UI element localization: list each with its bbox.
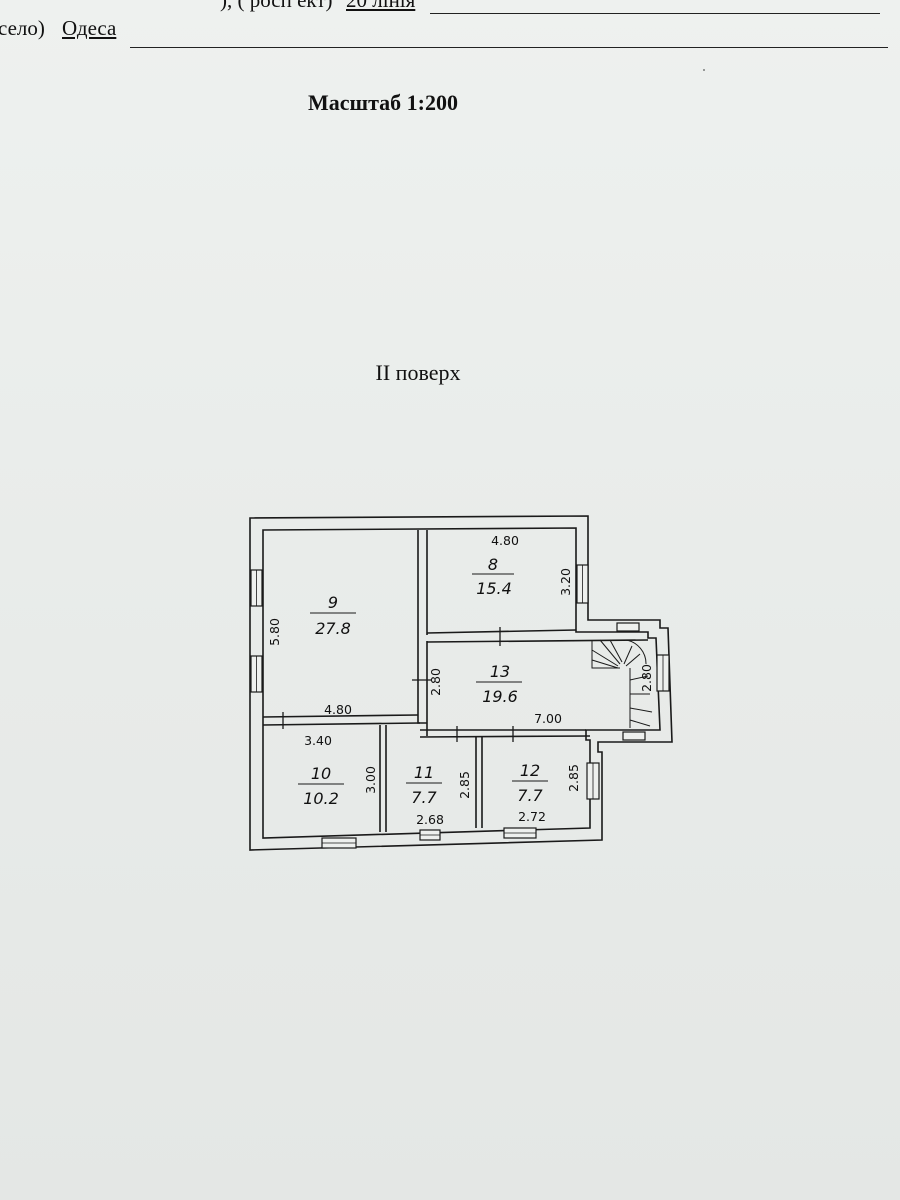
dim-room9-depth: 5.80 <box>267 618 282 646</box>
dim-room8-width: 4.80 <box>491 533 519 548</box>
scale-label: Масштаб 1:200 <box>307 90 458 115</box>
room-area: 10.2 <box>303 789 339 808</box>
room-12-label: 12 7.7 <box>512 761 548 805</box>
room-10-label: 10 10.2 <box>298 764 344 808</box>
dim-room12-width: 2.72 <box>518 809 546 824</box>
dim-room10-width: 3.40 <box>304 733 332 748</box>
outer-wall <box>249 515 673 851</box>
street-value: 20 лінія <box>346 0 416 12</box>
room-11-label: 11 7.7 <box>406 763 442 807</box>
room-13-label: 13 19.6 <box>476 662 522 706</box>
street-label: ), ( росп ект) <box>220 0 333 12</box>
room-number: 13 <box>490 662 510 681</box>
spiral-staircase <box>591 639 653 728</box>
paper-speck <box>703 69 705 71</box>
room-number: 11 <box>414 763 434 782</box>
door-marks <box>282 627 514 742</box>
dim-room10-depth: 3.00 <box>363 766 378 794</box>
room-area: 7.7 <box>411 788 437 807</box>
room-area: 27.8 <box>315 619 351 638</box>
dim-stair-depth: 2.80 <box>639 664 654 692</box>
floor-title: II поверх <box>375 360 461 385</box>
room-area: 19.6 <box>482 687 518 706</box>
room-number: 10 <box>311 764 331 783</box>
dim-room13-width: 7.00 <box>534 711 562 726</box>
city-value: Одеса <box>62 16 117 40</box>
room-area: 15.4 <box>476 579 512 598</box>
room-number: 9 <box>328 593 338 612</box>
room-area: 7.7 <box>517 786 543 805</box>
room-number: 8 <box>488 555 498 574</box>
dim-room11-width: 2.68 <box>416 812 444 827</box>
room-number: 12 <box>520 761 540 780</box>
interior-walls <box>262 530 649 832</box>
dim-room13-depth: 2.80 <box>428 668 443 696</box>
dim-room12-depth: 2.85 <box>566 764 581 792</box>
room-9-label: 9 27.8 <box>310 593 356 638</box>
window-glazing <box>256 565 664 844</box>
dim-room8-depth: 3.20 <box>558 568 573 596</box>
dimension-labels: 4.80 3.20 5.80 4.80 2.80 7.00 2.80 3.40 … <box>267 533 654 827</box>
dim-room9-width: 4.80 <box>324 702 352 717</box>
city-label: село) <box>0 16 45 40</box>
address-city-line: село) Одеса <box>0 16 888 52</box>
room-8-label: 8 15.4 <box>472 555 514 598</box>
dim-room11-depth: 2.85 <box>457 771 472 799</box>
street-fill-line <box>430 13 880 14</box>
address-street-line: ), ( росп ект) 20 лінія <box>0 0 880 14</box>
city-fill-line <box>130 47 888 48</box>
